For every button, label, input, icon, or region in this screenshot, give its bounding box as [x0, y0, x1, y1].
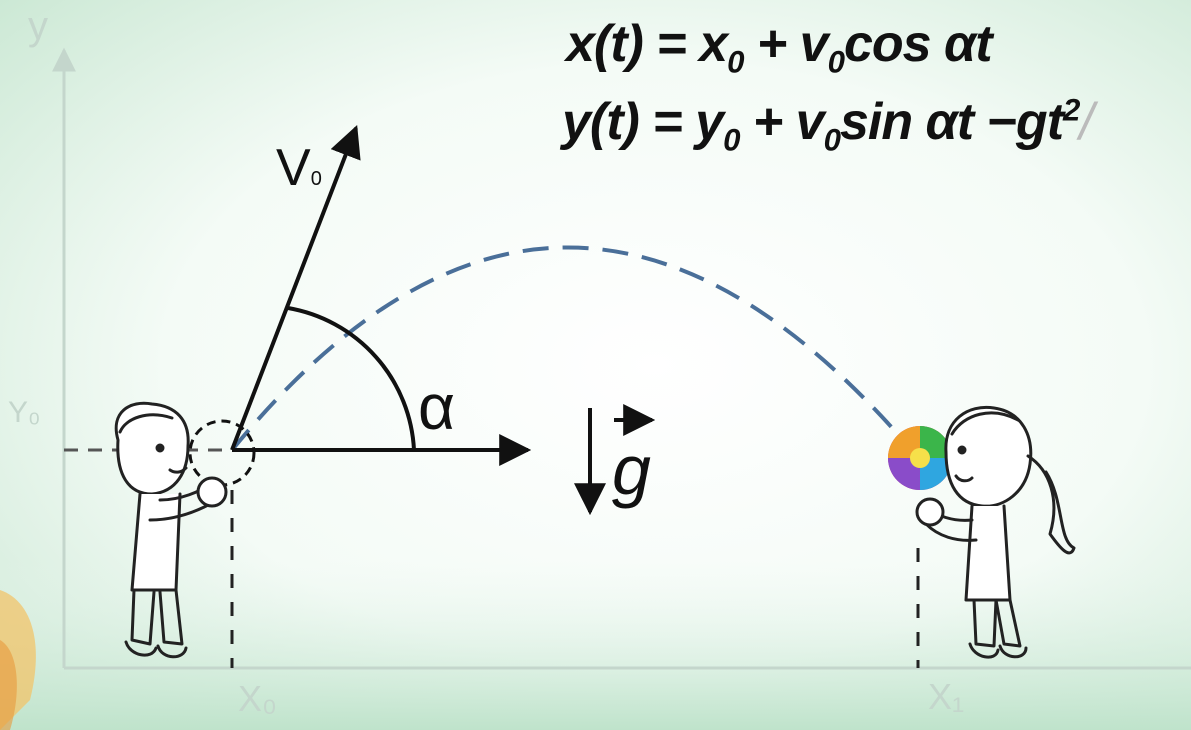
y-eq-y0-subscript: 0: [723, 122, 740, 158]
trajectory-curve: [230, 245, 905, 452]
y-eq-tail: /: [1079, 93, 1093, 151]
y-eq-mid: sin αt −gt: [839, 93, 1064, 151]
x-eq-plus-v: + v: [743, 15, 829, 73]
x-eq-lhs: x(t) = x: [566, 15, 728, 73]
x-eq-v0-subscript: 0: [827, 44, 845, 80]
v0-label: V0: [276, 138, 322, 198]
y-eq-plus-v: + v: [739, 93, 825, 151]
y-position-equation: y(t) = y0 + v0sin αt −gt2/: [562, 92, 1094, 158]
v0-label-main: V: [276, 139, 311, 197]
y0-label: Y₀: [8, 396, 41, 429]
y-eq-v0-subscript: 0: [823, 122, 841, 158]
boy-thrower-figure: [114, 401, 228, 659]
x-eq-x0-subscript: 0: [727, 44, 744, 80]
v0-label-subscript: 0: [310, 168, 322, 190]
x0-label: X₀: [238, 678, 277, 719]
x-position-equation: x(t) = x0 + v0cos αt: [566, 14, 993, 80]
y-eq-lhs: y(t) = y: [562, 93, 724, 151]
alpha-angle-label: α: [418, 371, 455, 443]
v0-velocity-arrow: [230, 125, 361, 451]
y-eq-exponent: 2: [1063, 92, 1080, 128]
angle-arc: [287, 306, 416, 451]
x-eq-rest: cos αt: [843, 15, 993, 73]
gravity-label: g: [612, 431, 651, 509]
beach-ball-icon: [888, 426, 952, 490]
y-axis-label: y: [28, 4, 48, 48]
corner-swirl-decoration-2: [0, 640, 17, 730]
girl-catcher-figure: [915, 405, 1076, 659]
x1-label: X₁: [928, 676, 965, 717]
